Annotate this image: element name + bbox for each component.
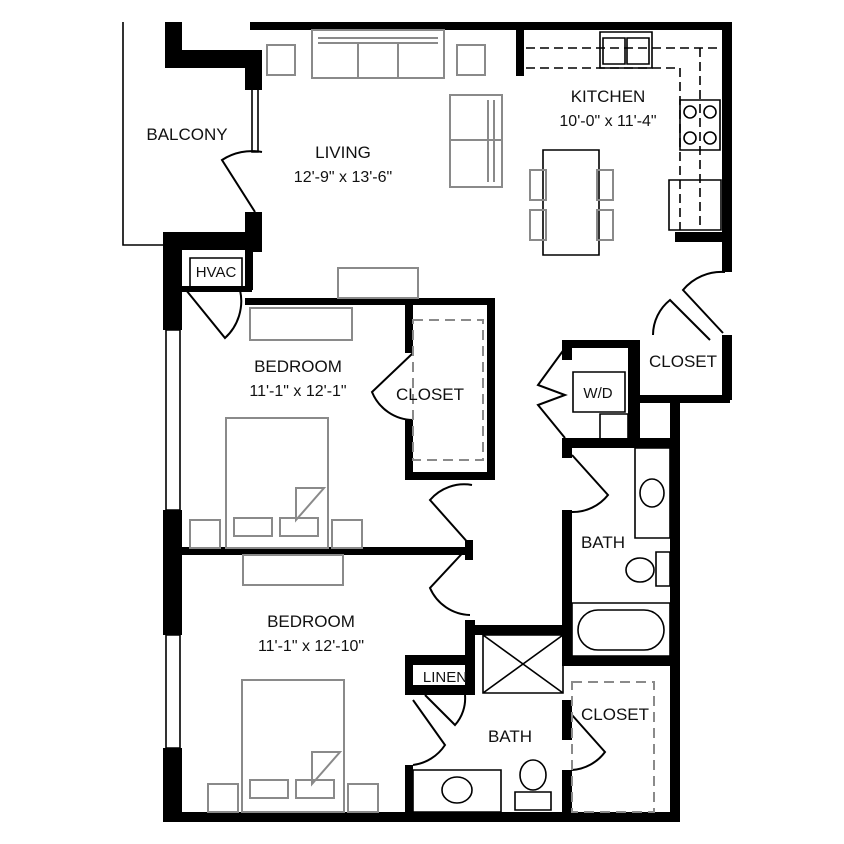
kitchen-sink-range-island <box>542 31 722 256</box>
balcony-outline <box>122 22 165 246</box>
closet-shelves <box>412 319 655 813</box>
living-label: LIVING <box>315 143 371 162</box>
linen-label: LINEN <box>423 669 467 686</box>
kitchen-label: KITCHEN <box>571 87 646 106</box>
bath2-label: BATH <box>488 727 532 746</box>
room-labels: BALCONY LIVING 12'-9" x 13'-6" KITCHEN 1… <box>146 87 717 746</box>
kitchen-counters <box>526 47 720 230</box>
balcony-label: BALCONY <box>146 125 227 144</box>
bedroom1-size: 11'-1" x 12'-1" <box>249 383 346 400</box>
toilet <box>519 759 547 791</box>
closet1-label: CLOSET <box>396 385 464 404</box>
bedroom2-label: BEDROOM <box>267 612 355 631</box>
washer-dryer-label: W/D <box>583 385 612 402</box>
sink <box>441 776 473 804</box>
stove-burners-icon <box>683 105 717 145</box>
living-size: 12'-9" x 13'-6" <box>294 169 392 186</box>
hvac-label: HVAC <box>196 264 237 281</box>
bedroom2-size: 11'-1" x 12'-10" <box>258 638 364 655</box>
living-furniture <box>249 29 503 341</box>
dining-chairs <box>529 169 614 241</box>
bedroom-furniture <box>189 417 379 813</box>
bedroom1-label: BEDROOM <box>254 357 342 376</box>
kitchen-size: 10'-0" x 11'-4" <box>559 113 656 130</box>
bathtub <box>577 609 665 651</box>
kitchen-fixtures <box>526 31 722 256</box>
closet2-label: CLOSET <box>581 705 649 724</box>
sink <box>639 478 665 508</box>
bath-laundry-fixtures <box>189 257 671 813</box>
fixture-outlines <box>189 257 671 813</box>
hall-closet-label: CLOSET <box>649 352 717 371</box>
doors <box>185 150 726 771</box>
bath1-label: BATH <box>581 533 625 552</box>
walls <box>163 22 732 822</box>
toilet <box>625 557 655 583</box>
